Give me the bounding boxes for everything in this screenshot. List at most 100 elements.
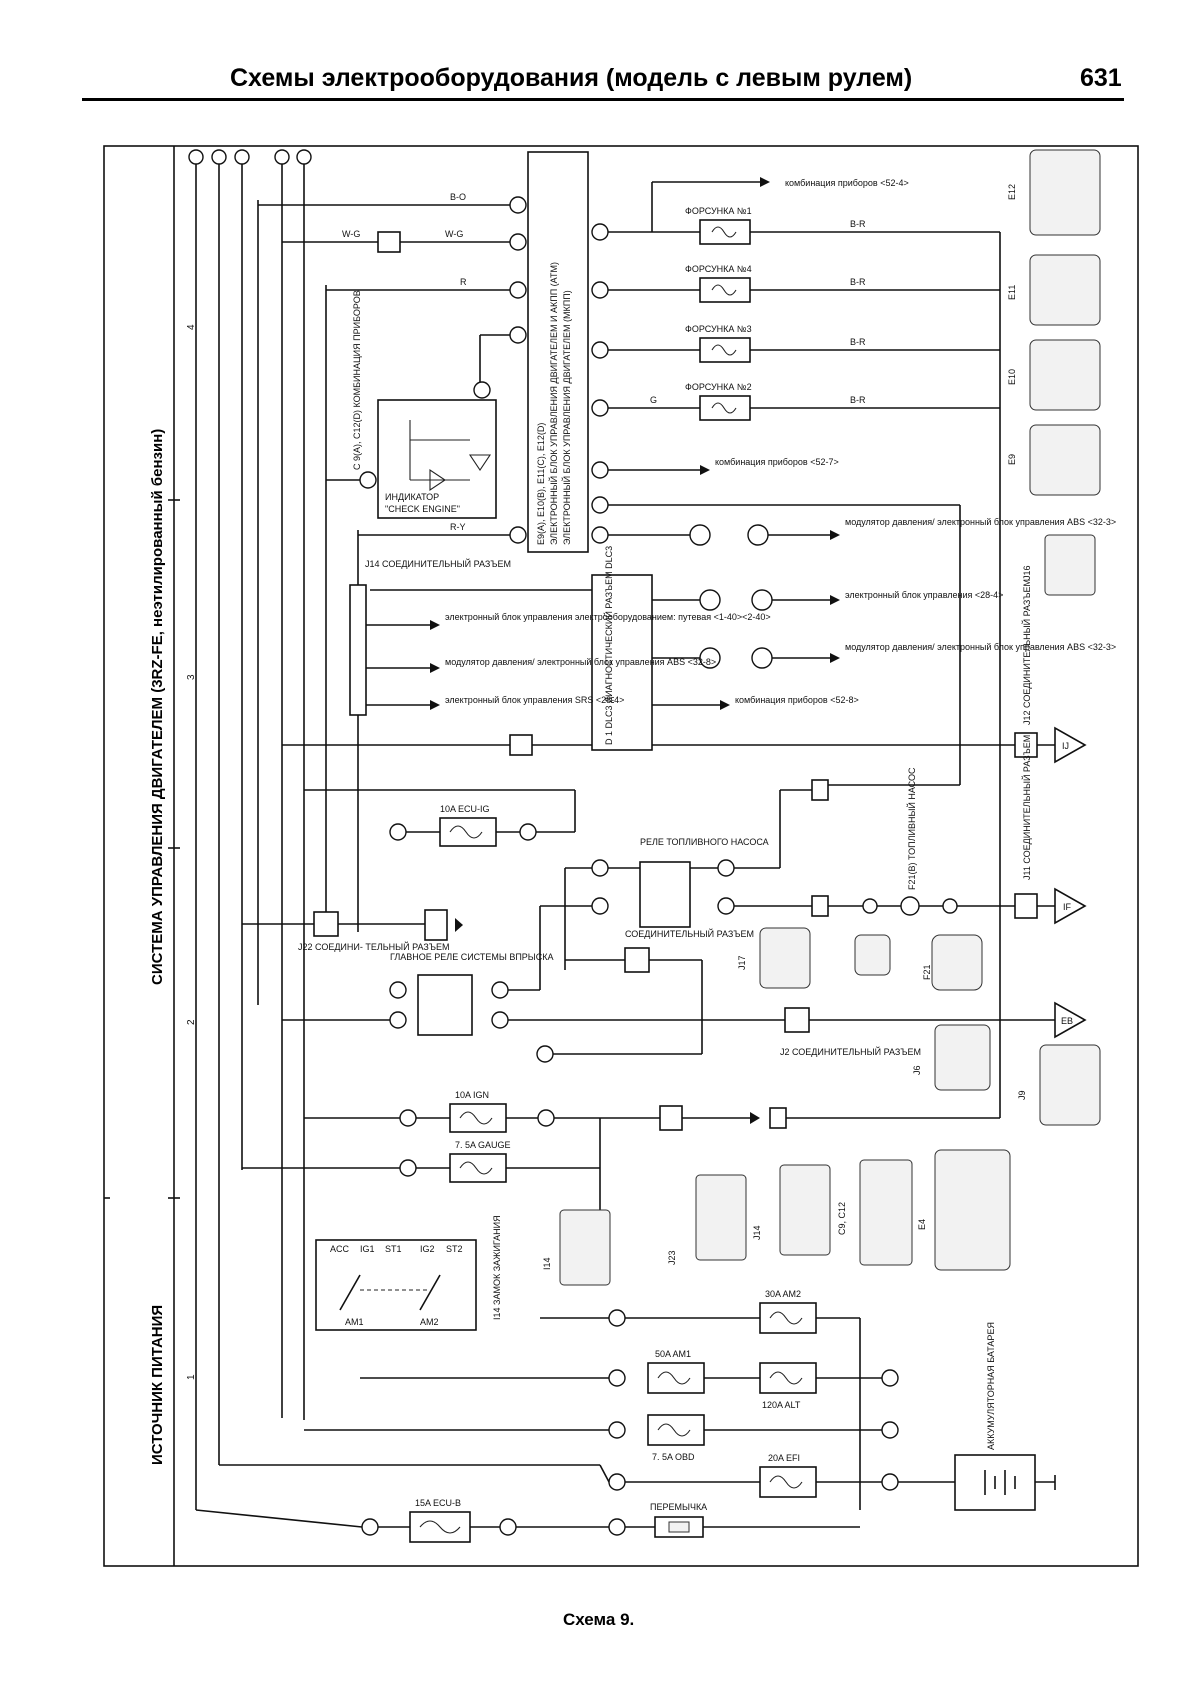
ref-kombi-528: комбинация приборов <52-8> (735, 695, 859, 705)
svg-text:E9: E9 (1007, 454, 1017, 465)
injector-wire-colors: B-R B-R B-R B-R G (650, 219, 866, 405)
main-relay-label: ГЛАВНОЕ РЕЛЕ СИСТЕМЫ ВПРЫСКА (390, 952, 554, 962)
svg-text:E12: E12 (1007, 184, 1017, 200)
figure-caption: Схема 9. (563, 1610, 635, 1629)
svg-text:AM1: AM1 (345, 1317, 364, 1327)
svg-text:ST2: ST2 (446, 1244, 463, 1254)
section-title-engine: СИСТЕМА УПРАВЛЕНИЯ ДВИГАТЕЛЕМ (3RZ-FE, н… (149, 429, 166, 985)
ref-cruise: электронный блок управления электрообору… (445, 612, 771, 622)
j12-row: IJ (282, 726, 1087, 764)
j22-box (313, 911, 339, 937)
svg-text:ACC: ACC (330, 1244, 350, 1254)
svg-text:B-O: B-O (450, 192, 466, 202)
ref-kombi-524: комбинация приборов <52-4> (785, 178, 909, 188)
fuel-pump-relay-box (639, 861, 691, 928)
fuse-alt: 120A ALT (762, 1400, 801, 1410)
svg-text:EB: EB (1061, 1016, 1073, 1026)
grid-number-3: 3 (186, 674, 197, 680)
grid-number-4: 4 (186, 324, 197, 330)
svg-text:F21: F21 (922, 964, 932, 980)
fuse-ign: 10A IGN (455, 1090, 489, 1100)
j14-box (349, 584, 367, 716)
ignition-terminals: ACC IG1 ST1 IG2 ST2 AM1 AM2 (330, 1244, 463, 1327)
diagram-frame (103, 145, 1139, 1567)
ecu-label-3: ЭЛЕКТРОННЫЙ БЛОК УПРАВЛЕНИЯ ДВИГАТЕЛЕМ (… (561, 290, 572, 545)
dlc3-box (591, 574, 653, 751)
combination-meter-label: С 9(А), С12(D) КОМБИНАЦИЯ ПРИБОРОВ (352, 290, 362, 470)
svg-text:IJ: IJ (1062, 741, 1069, 751)
svg-text:J23: J23 (667, 1250, 677, 1265)
ref-srs: электронный блок управления SRS <28-4> (445, 695, 624, 705)
main-relay-box (417, 974, 473, 1036)
connector-view-labels: E12 E11 E10 E9 J16 J17 F21 J6 J9 J23 J14… (542, 184, 1032, 1270)
svg-text:IG2: IG2 (420, 1244, 435, 1254)
svg-text:B-R: B-R (850, 277, 866, 287)
fuel-pump-label: F21(B) ТОПЛИВНЫЙ НАСОС (906, 767, 917, 890)
injector-2-label: ФОРСУНКА №2 (685, 382, 752, 392)
dlc3-label: D 1 DLC3 ДИАГНОСТИЧЕСКИЙ РАЗЪЕМ DLC3 (603, 546, 614, 745)
j11-label: J11 СОЕДИНИТЕЛЬНЫЙ РАЗЪЕМ (1021, 735, 1032, 880)
svg-text:AM2: AM2 (420, 1317, 439, 1327)
svg-text:J14: J14 (752, 1225, 762, 1240)
svg-text:B-R: B-R (850, 395, 866, 405)
grid-number-1: 1 (186, 1374, 197, 1380)
svg-text:E10: E10 (1007, 369, 1017, 385)
injector-rows (591, 177, 1001, 1118)
dlc3-wires (370, 589, 840, 710)
combination-meter-box (377, 399, 497, 519)
svg-text:J9: J9 (1017, 1090, 1027, 1100)
mid-connector-box (624, 947, 650, 973)
trunk-wires (195, 164, 359, 1510)
page-header-title: Схемы электрооборудования (модель с левы… (230, 64, 913, 92)
injector-1 (591, 219, 1000, 245)
svg-text:R-Y: R-Y (450, 522, 466, 532)
fuse-ecu-b: 15A ECU-B (415, 1498, 461, 1508)
svg-text:B-R: B-R (850, 219, 866, 229)
section-title-power: ИСТОЧНИК ПИТАНИЯ (149, 1305, 166, 1465)
svg-text:G: G (650, 395, 657, 405)
ref-abs-323a: модулятор давления/ электронный блок упр… (845, 517, 1116, 527)
check-engine-indicator: ИНДИКАТОР (385, 492, 439, 502)
main-relay-wires: EB (242, 909, 1087, 1039)
battery-label: АККУМУЛЯТОРНАЯ БАТАРЕЯ (986, 1322, 996, 1450)
j14-label: J14 СОЕДИНИТЕЛЬНЫЙ РАЗЪЕМ (365, 558, 511, 569)
svg-text:J6: J6 (912, 1065, 922, 1075)
grid-number-2: 2 (186, 1019, 197, 1025)
ign-gauge-rows (242, 1103, 1000, 1215)
svg-text:B-R: B-R (850, 337, 866, 347)
ignition-switch-label: I14 ЗАМОК ЗАЖИГАНИЯ (492, 1215, 502, 1320)
fuse-ecu-ig: 10A ECU-IG (440, 804, 490, 814)
fuse-efi: 20A EFI (768, 1453, 800, 1463)
svg-text:E4: E4 (917, 1219, 927, 1230)
ecu-right-wires (591, 461, 961, 785)
ecu-label-2: ЭЛЕКТРОННЫЙ БЛОК УПРАВЛЕНИЯ ДВИГАТЕЛЕМ И… (548, 262, 559, 545)
svg-text:W-G: W-G (445, 229, 463, 239)
page-number: 631 (1080, 64, 1122, 92)
ref-abs-323b: модулятор давления/ электронный блок упр… (845, 642, 1116, 652)
wire-color-labels-left: B-O W-G W-G R R-Y (342, 192, 467, 532)
injector-3-label: ФОРСУНКА №3 (685, 324, 752, 334)
ignition-switch-box (315, 1239, 477, 1331)
header-rule (82, 98, 1124, 101)
svg-text:W-G: W-G (342, 229, 360, 239)
mid-connector-wires (536, 959, 703, 1063)
ecu-left-wires (258, 196, 527, 544)
j22-label: J22 СОЕДИНИ- ТЕЛЬНЫЙ РАЗЪЕМ (298, 941, 449, 952)
j12-label: J12 СОЕДИНИТЕЛЬНЫЙ РАЗЪЕМ (1021, 579, 1032, 725)
ref-ecu-284: электронный блок управления <28-4> (845, 590, 1003, 600)
svg-text:E11: E11 (1007, 285, 1017, 300)
svg-text:I14: I14 (542, 1257, 552, 1270)
ecu-label-1: Е9(А), Е10(В), Е11(С), Е12(D) (536, 423, 546, 545)
fuse-gauge: 7. 5A GAUGE (455, 1140, 511, 1150)
top-bubbles (188, 149, 312, 165)
fuse-jumper: ПЕРЕМЫЧКА (650, 1502, 707, 1512)
svg-text:IF: IF (1063, 902, 1072, 912)
connector-views (559, 149, 1101, 1286)
check-engine-label: "CHECK ENGINE" (385, 504, 460, 514)
svg-text:R: R (460, 277, 467, 287)
injector-4 (591, 277, 1000, 303)
svg-text:ST1: ST1 (385, 1244, 402, 1254)
injector-4-label: ФОРСУНКА №4 (685, 264, 752, 274)
ref-abs-328: модулятор давления/ электронный блок упр… (445, 657, 716, 667)
